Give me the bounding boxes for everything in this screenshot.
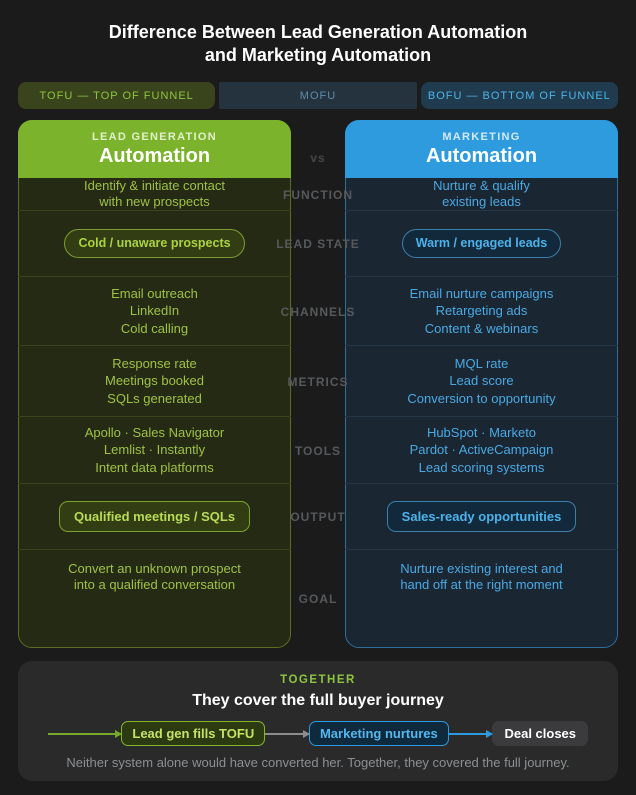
page-title-line1: Difference Between Lead Generation Autom… — [108, 22, 528, 42]
marketing-tools-cell: HubSpot · Marketo Pardot · ActiveCampaig… — [345, 417, 618, 484]
leadgen-channel-1: Email outreach — [111, 285, 198, 301]
leadgen-goal-cell: Convert an unknown prospect into a quali… — [18, 550, 291, 648]
green-arrow-icon — [48, 729, 123, 738]
marketing-metric-3: Conversion to opportunity — [407, 390, 556, 406]
leadgen-function-cell: Identify & initiate contact with new pro… — [18, 178, 291, 211]
leadgen-channel-3: Cold calling — [120, 320, 189, 336]
marketing-title: Automation — [425, 144, 538, 167]
flow-step-marketing: Marketing nurtures — [308, 721, 449, 746]
leadgen-function-line2: with new prospects — [99, 194, 210, 209]
together-kicker: TOGETHER — [280, 674, 356, 686]
leadgen-title: Automation — [98, 144, 211, 167]
leadgen-metrics-cell: Response rate Meetings booked SQLs gener… — [18, 346, 291, 417]
leadgen-column-header: LEAD GENERATION Automation — [18, 120, 291, 178]
blue-arrow-icon — [448, 729, 494, 738]
leadgen-kicker: LEAD GENERATION — [91, 130, 218, 143]
marketing-tools-1: HubSpot · Marketo — [426, 424, 537, 440]
marketing-leadstate-badge: Warm / engaged leads — [401, 228, 562, 259]
row-label-tools: TOOLS — [294, 443, 342, 458]
marketing-tools-3: Lead scoring systems — [418, 459, 545, 475]
page-title-line2: and Marketing Automation — [204, 45, 432, 65]
leadgen-channel-2: LinkedIn — [129, 303, 180, 319]
funnel-segment-bofu: BOFU — BOTTOM OF FUNNEL — [420, 82, 618, 109]
row-label-function: FUNCTION — [283, 187, 353, 202]
funnel-segment-mofu: MOFU — [219, 82, 417, 109]
marketing-goal-line2: hand off at the right moment — [400, 577, 563, 592]
leadgen-channels-cell: Email outreach LinkedIn Cold calling — [18, 277, 291, 346]
comparison-grid: LEAD GENERATION Automation vs MARKETING … — [18, 120, 618, 648]
row-label-metrics: METRICS — [287, 374, 349, 389]
marketing-function-line2: existing leads — [442, 194, 521, 209]
together-title: They cover the full buyer journey — [192, 692, 444, 709]
marketing-leadstate-cell: Warm / engaged leads — [345, 211, 618, 277]
marketing-output-badge: Sales-ready opportunities — [386, 500, 577, 533]
leadgen-tools-cell: Apollo · Sales Navigator Lemlist · Insta… — [18, 417, 291, 484]
row-label-channels: CHANNELS — [280, 304, 356, 319]
marketing-metric-1: MQL rate — [454, 355, 509, 371]
marketing-channel-3: Content & webinars — [424, 320, 539, 336]
leadgen-goal-line2: into a qualified conversation — [73, 577, 236, 592]
marketing-metric-2: Lead score — [449, 373, 514, 389]
marketing-channel-2: Retargeting ads — [435, 303, 528, 319]
together-card: TOGETHER They cover the full buyer journ… — [18, 661, 618, 781]
leadgen-metric-2: Meetings booked — [104, 373, 204, 389]
row-label-output: OUTPUT — [290, 510, 346, 524]
leadgen-goal-line1: Convert an unknown prospect — [68, 561, 241, 576]
marketing-metrics-cell: MQL rate Lead score Conversion to opport… — [345, 346, 618, 417]
marketing-column-header: MARKETING Automation — [345, 120, 618, 178]
leadgen-leadstate-cell: Cold / unaware prospects — [18, 211, 291, 277]
leadgen-tools-1: Apollo · Sales Navigator — [84, 424, 225, 440]
gray-arrow-icon — [265, 729, 310, 738]
marketing-goal-line1: Nurture existing interest and — [400, 561, 563, 576]
together-caption: Neither system alone would have converte… — [66, 755, 570, 770]
leadgen-output-badge: Qualified meetings / SQLs — [58, 500, 251, 533]
leadgen-output-cell: Qualified meetings / SQLs — [18, 484, 291, 550]
leadgen-metric-3: SQLs generated — [107, 390, 202, 406]
vs-label: vs — [310, 151, 326, 165]
marketing-kicker: MARKETING — [442, 130, 521, 143]
leadgen-metric-1: Response rate — [112, 355, 197, 371]
leadgen-leadstate-badge: Cold / unaware prospects — [64, 228, 245, 259]
row-label-goal: GOAL — [298, 592, 338, 606]
marketing-column-background — [345, 120, 618, 648]
leadgen-tools-2: Lemlist · Instantly — [103, 442, 206, 458]
row-label-leadstate: LEAD STATE — [276, 237, 360, 251]
flow-step-deal: Deal closes — [492, 721, 589, 746]
flow-step-leadgen: Lead gen fills TOFU — [121, 721, 266, 746]
marketing-function-line1: Nurture & qualify — [433, 178, 530, 193]
marketing-channels-cell: Email nurture campaigns Retargeting ads … — [345, 277, 618, 346]
leadgen-function-line1: Identify & initiate contact — [84, 178, 225, 193]
marketing-tools-2: Pardot · ActiveCampaign — [409, 442, 554, 458]
marketing-output-cell: Sales-ready opportunities — [345, 484, 618, 550]
buyer-journey-flow: Lead gen fills TOFU Marketing nurtures D… — [48, 721, 589, 746]
marketing-goal-cell: Nurture existing interest and hand off a… — [345, 550, 618, 648]
marketing-function-cell: Nurture & qualify existing leads — [345, 178, 618, 211]
funnel-segment-tofu: TOFU — TOP OF FUNNEL — [18, 82, 216, 109]
page-title: Difference Between Lead Generation Autom… — [0, 0, 636, 67]
leadgen-column-background — [18, 120, 291, 648]
marketing-channel-1: Email nurture campaigns — [409, 285, 554, 301]
leadgen-tools-3: Intent data platforms — [95, 459, 214, 475]
funnel-stage-bar: TOFU — TOP OF FUNNEL MOFU BOFU — BOTTOM … — [18, 82, 618, 109]
